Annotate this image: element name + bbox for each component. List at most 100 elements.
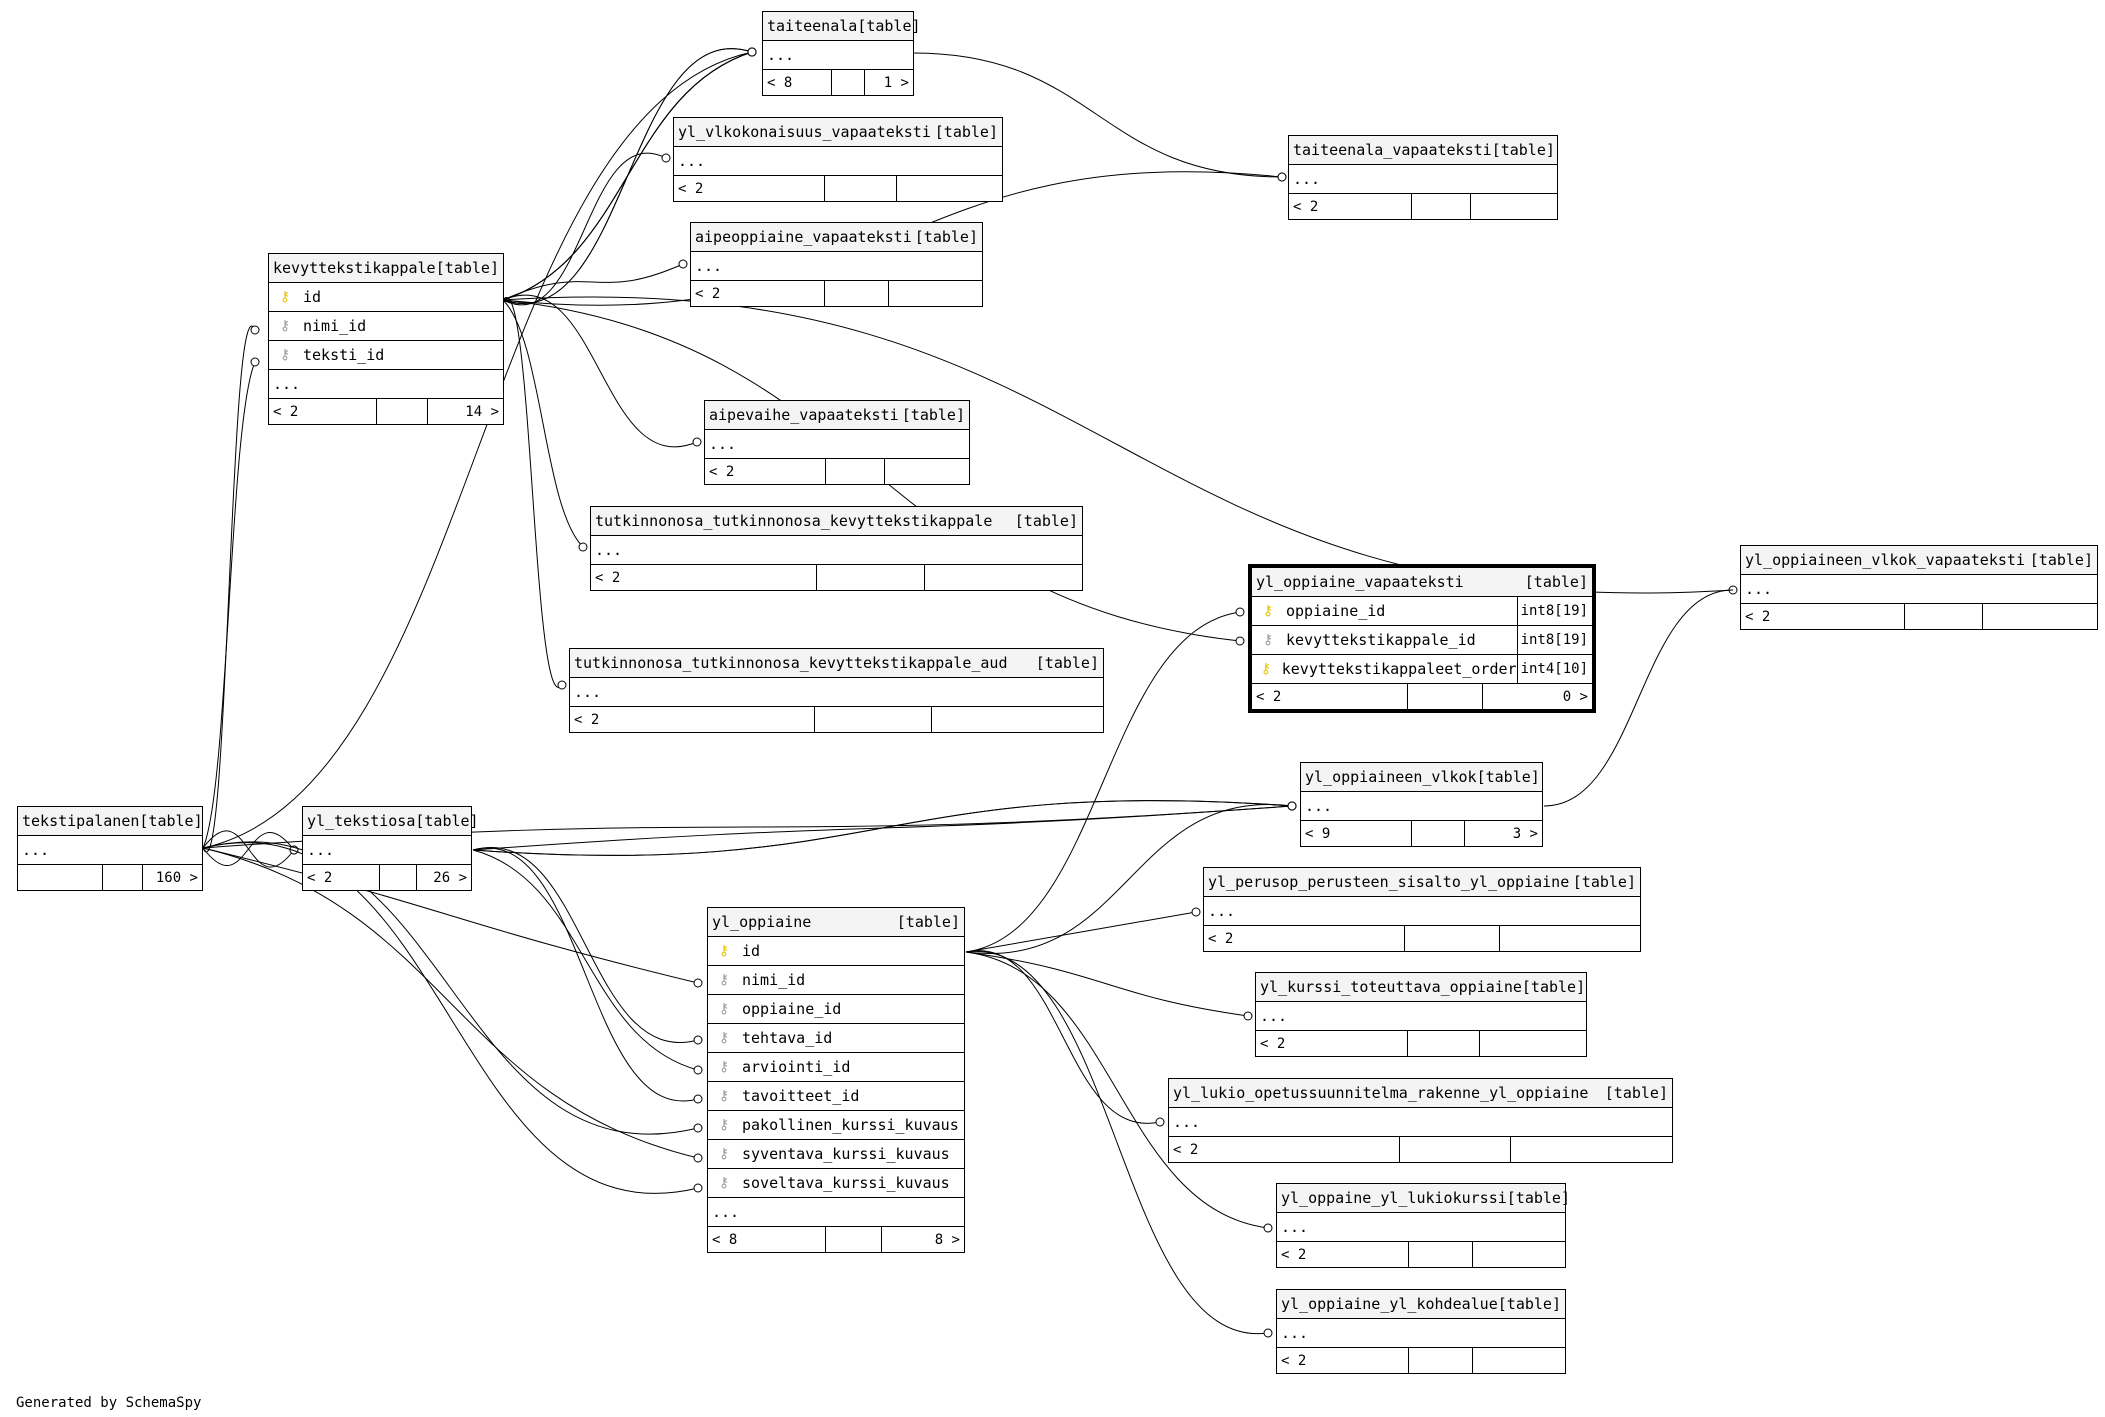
parents-count[interactable]: < 8: [763, 70, 832, 95]
children-count[interactable]: [932, 707, 1103, 732]
column-row[interactable]: ⚷nimi_id: [269, 312, 503, 341]
more-columns-row[interactable]: ...: [570, 678, 1103, 707]
more-columns-row[interactable]: ...: [1301, 792, 1542, 821]
column-row[interactable]: ⚷teksti_id: [269, 341, 503, 370]
table-name[interactable]: yl_oppiaineen_vlkok: [1305, 768, 1477, 786]
children-count[interactable]: [885, 459, 969, 484]
more-columns-row[interactable]: ...: [1169, 1108, 1672, 1137]
table-aipeoppiaine-vapaateksti[interactable]: aipeoppiaine_vapaateksti[table]...< 2: [690, 222, 983, 307]
more-columns-row[interactable]: ...: [691, 252, 982, 281]
children-count[interactable]: 3 >: [1512, 825, 1538, 842]
more-columns-row[interactable]: ...: [1204, 897, 1640, 926]
parents-count[interactable]: < 2: [303, 865, 381, 890]
parents-count[interactable]: < 9: [1301, 821, 1412, 846]
table-tekstipalanen[interactable]: tekstipalanen[table]...160 >: [17, 806, 203, 891]
table-name[interactable]: yl_oppiaine_vapaateksti: [1256, 573, 1464, 591]
children-count[interactable]: 0 >: [1562, 688, 1588, 705]
parents-count[interactable]: < 2: [1277, 1242, 1410, 1267]
table-yl-kurssi-toteuttava-oppiaine[interactable]: yl_kurssi_toteuttava_oppiaine[table]...<…: [1255, 972, 1587, 1057]
table-yl-perusop-perusteen-sisalto-yl-oppiaine[interactable]: yl_perusop_perusteen_sisalto_yl_oppiaine…: [1203, 867, 1641, 952]
more-columns-row[interactable]: ...: [303, 836, 471, 865]
children-count[interactable]: 14 >: [465, 403, 499, 420]
more-columns-row[interactable]: ...: [591, 536, 1082, 565]
children-count[interactable]: 1 >: [883, 74, 909, 91]
table-yl-oppiaineen-vlkok-vapaateksti[interactable]: yl_oppiaineen_vlkok_vapaateksti[table]..…: [1740, 545, 2098, 630]
children-count[interactable]: 160 >: [155, 869, 198, 886]
more-columns-row[interactable]: ...: [18, 836, 202, 865]
column-row[interactable]: ⚷id: [269, 283, 503, 312]
parents-count[interactable]: < 2: [1256, 1031, 1408, 1056]
children-count[interactable]: [925, 565, 1082, 590]
table-name[interactable]: yl_oppiaineen_vlkok_vapaateksti: [1745, 551, 2025, 569]
children-count[interactable]: [889, 281, 982, 306]
table-name[interactable]: tekstipalanen: [22, 812, 140, 830]
table-yl-vlkokonaisuus-vapaateksti[interactable]: yl_vlkokonaisuus_vapaateksti[table]...< …: [673, 117, 1003, 202]
parents-count[interactable]: < 2: [1741, 604, 1905, 629]
column-row[interactable]: ⚷syventava_kurssi_kuvaus: [708, 1140, 964, 1169]
more-columns-row[interactable]: ...: [763, 41, 913, 70]
table-yl-oppiaine-yl-kohdealue[interactable]: yl_oppiaine_yl_kohdealue[table]...< 2: [1276, 1289, 1566, 1374]
column-row[interactable]: ⚷oppiaine_id: [708, 995, 964, 1024]
children-count[interactable]: [1471, 194, 1557, 219]
table-name[interactable]: yl_oppiaine_yl_kohdealue: [1281, 1295, 1498, 1313]
column-row[interactable]: ⚷arviointi_id: [708, 1053, 964, 1082]
table-name[interactable]: taiteenala_vapaateksti: [1293, 141, 1492, 159]
more-columns-row[interactable]: ...: [1289, 165, 1557, 194]
children-count[interactable]: 8 >: [934, 1231, 960, 1248]
table-taiteenala-vapaateksti[interactable]: taiteenala_vapaateksti[table]...< 2: [1288, 135, 1558, 220]
table-name[interactable]: aipeoppiaine_vapaateksti: [695, 228, 912, 246]
children-count[interactable]: [1473, 1348, 1565, 1373]
table-name[interactable]: yl_tekstiosa: [307, 812, 416, 830]
parents-count[interactable]: < 2: [269, 399, 377, 424]
table-name[interactable]: aipevaihe_vapaateksti: [709, 406, 899, 424]
column-row[interactable]: ⚷pakollinen_kurssi_kuvaus: [708, 1111, 964, 1140]
parents-count[interactable]: < 2: [1169, 1137, 1401, 1162]
table-tutkinnonosa-tutkinnonosa-kevyttekstikappale-aud[interactable]: tutkinnonosa_tutkinnonosa_kevyttekstikap…: [569, 648, 1104, 733]
column-row[interactable]: ⚷tehtava_id: [708, 1024, 964, 1053]
parents-count[interactable]: < 2: [691, 281, 825, 306]
parents-count[interactable]: < 2: [570, 707, 816, 732]
table-yl-lukio-opetussuunnitelma-rakenne-yl-oppiaine[interactable]: yl_lukio_opetussuunnitelma_rakenne_yl_op…: [1168, 1078, 1673, 1163]
table-name[interactable]: yl_perusop_perusteen_sisalto_yl_oppiaine: [1208, 873, 1570, 891]
column-row[interactable]: ⚷tavoitteet_id: [708, 1082, 964, 1111]
table-name[interactable]: yl_oppiaine: [712, 913, 812, 931]
column-row[interactable]: ⚷nimi_id: [708, 966, 964, 995]
children-count[interactable]: [1500, 926, 1640, 951]
more-columns-row[interactable]: ...: [1741, 575, 2097, 604]
table-yl-oppaine-yl-lukiokurssi[interactable]: yl_oppaine_yl_lukiokurssi[table]...< 2: [1276, 1183, 1570, 1268]
children-count[interactable]: [1473, 1242, 1565, 1267]
children-count[interactable]: 26 >: [433, 869, 467, 886]
column-row[interactable]: ⚷id: [708, 937, 964, 966]
children-count[interactable]: [1983, 604, 2097, 629]
table-name[interactable]: yl_lukio_opetussuunnitelma_rakenne_yl_op…: [1173, 1084, 1589, 1102]
parents-count[interactable]: [18, 865, 103, 890]
children-count[interactable]: [1480, 1031, 1586, 1056]
parents-count[interactable]: < 2: [591, 565, 817, 590]
table-yl-oppiaine[interactable]: yl_oppiaine[table]⚷id⚷nimi_id⚷oppiaine_i…: [707, 907, 965, 1253]
more-columns-row[interactable]: ...: [1277, 1213, 1565, 1242]
parents-count[interactable]: < 8: [708, 1227, 826, 1252]
parents-count[interactable]: < 2: [674, 176, 825, 201]
more-columns-row[interactable]: ...: [1277, 1319, 1565, 1348]
table-name[interactable]: yl_kurssi_toteuttava_oppiaine: [1260, 978, 1522, 996]
parents-count[interactable]: < 2: [705, 459, 827, 484]
children-count[interactable]: [1511, 1137, 1672, 1162]
column-row[interactable]: ⚷soveltava_kurssi_kuvaus: [708, 1169, 964, 1198]
table-name[interactable]: tutkinnonosa_tutkinnonosa_kevyttekstikap…: [574, 654, 1008, 672]
table-yl-oppiaine-vapaateksti[interactable]: yl_oppiaine_vapaateksti[table]⚷oppiaine_…: [1248, 564, 1596, 713]
parents-count[interactable]: < 2: [1289, 194, 1413, 219]
table-name[interactable]: tutkinnonosa_tutkinnonosa_kevyttekstikap…: [595, 512, 993, 530]
table-name[interactable]: kevyttekstikappale: [273, 259, 436, 277]
more-columns-row[interactable]: ...: [674, 147, 1002, 176]
more-columns-row[interactable]: ...: [705, 430, 969, 459]
more-columns-row[interactable]: ...: [1256, 1002, 1586, 1031]
parents-count[interactable]: < 2: [1277, 1348, 1410, 1373]
table-aipevaihe-vapaateksti[interactable]: aipevaihe_vapaateksti[table]...< 2: [704, 400, 970, 485]
table-name[interactable]: taiteenala: [767, 17, 858, 35]
